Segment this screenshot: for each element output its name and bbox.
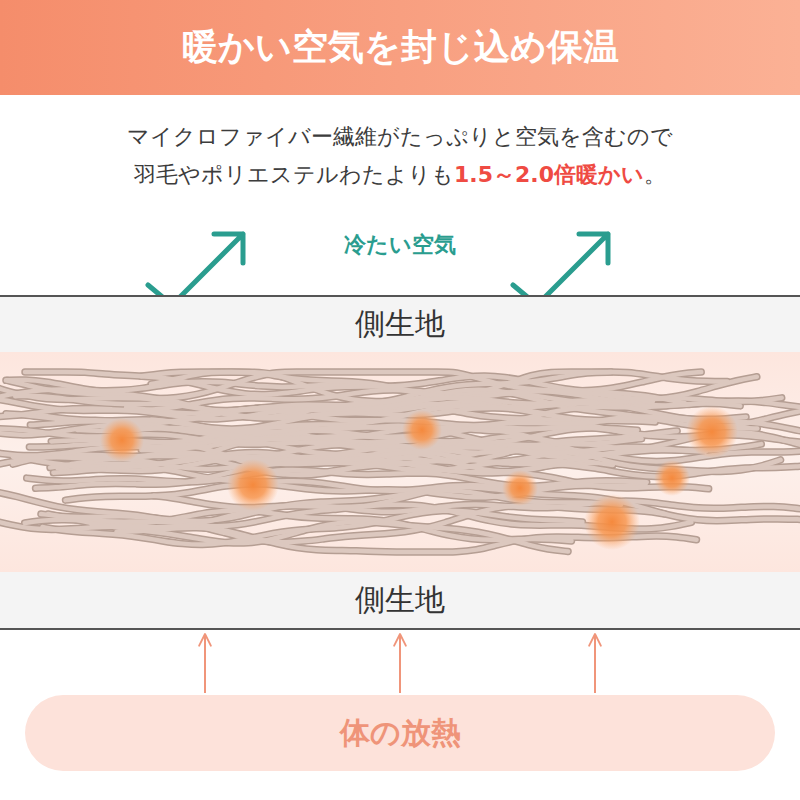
warm-air-dot [100,418,144,462]
body-text: 羽毛やポリエステルわたよりも [134,162,454,187]
body-text: マイクロファイバー繊維がたっぷりと空気を含むので [127,122,673,152]
warm-air-dot [502,470,538,506]
warm-air-dot [227,459,279,511]
fabric-band: 側生地 [0,295,800,352]
highlight-text: 1.5～2.0倍暖かい [454,162,644,187]
body-line: 羽毛やポリエステルわたよりも1.5～2.0倍暖かい。 [134,160,666,190]
body-text: 。 [644,162,666,187]
node-text: 体の放熱 [340,713,461,754]
heat-arrow [594,634,596,693]
microfiber-strands [0,372,800,552]
title: 暖かい空気を封じ込め保温 [182,23,619,72]
fiber-strand [15,396,655,422]
body-heat-pill: 体の放熱 [25,695,775,771]
warm-air-dot [686,406,738,458]
cold-air-label: 冷たい空気 [344,230,456,260]
node-text: 側生地 [355,580,445,621]
warm-air-dot [584,494,640,550]
fiber-layer [0,352,800,572]
title-banner [0,0,800,95]
heat-arrow [399,634,401,693]
warm-air-dots [100,406,738,550]
fiber-strand [0,372,757,399]
node-text: 側生地 [355,304,445,345]
fabric-band: 側生地 [0,572,800,630]
heat-arrow [204,634,206,693]
warm-air-dot [654,460,690,496]
warm-air-dot [402,410,442,450]
